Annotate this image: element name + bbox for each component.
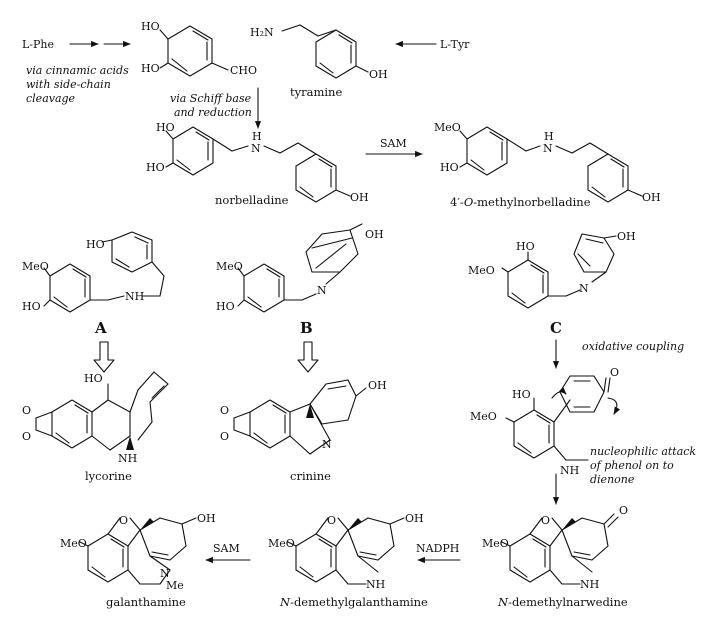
phe-note-2: with side-chain xyxy=(26,78,111,91)
tyramine-h2n: H₂N xyxy=(250,26,274,39)
methylnorbelladine-oh: OH xyxy=(642,191,661,204)
lycorine-o-top: O xyxy=(22,404,31,417)
dienone-meo: MeO xyxy=(470,410,497,423)
demethylgalanthamine-nh: NH xyxy=(366,578,385,591)
demethylgalanthamine-oh: OH xyxy=(405,512,424,525)
dihydroxybenzaldehyde-structure xyxy=(159,25,229,77)
methylnorbelladine-meo: MeO xyxy=(434,121,461,134)
conformer-b-ho: HO xyxy=(216,300,235,313)
demethylnarwedine-meo: MeO xyxy=(482,537,509,550)
crinine-n: N xyxy=(322,438,332,451)
norbelladine-structure xyxy=(165,126,351,203)
dienone-o: O xyxy=(610,366,619,379)
aldehyde-ho-bottom: HO xyxy=(141,62,160,75)
nucleophilic-note-2: of phenol on to xyxy=(590,459,674,472)
l-phe-label: L-Phe xyxy=(22,38,54,51)
sam-label-2: SAM xyxy=(213,542,240,555)
crinine-o-bottom: O xyxy=(220,430,229,443)
galanthamine-me: Me xyxy=(166,579,184,592)
norbelladine-ho-top: HO xyxy=(156,121,175,134)
conformer-b-structure xyxy=(237,223,363,313)
norbelladine-nh-n: N xyxy=(251,142,261,155)
demethylgalanthamine-label: N-demethylgalanthamine xyxy=(279,595,428,609)
conformer-a-meo: MeO xyxy=(22,260,49,273)
lycorine-structure xyxy=(35,371,169,451)
sam-label-1: SAM xyxy=(380,137,407,150)
conformer-a-structure xyxy=(43,231,165,313)
crinine-label: crinine xyxy=(290,469,331,483)
label-c: C xyxy=(550,319,562,337)
nucleophilic-note-3: dienone xyxy=(590,473,635,486)
conformer-a-ho-bottom: HO xyxy=(22,300,41,313)
demethylgalanthamine-o: O xyxy=(327,514,336,527)
galanthamine-label: galanthamine xyxy=(106,595,186,609)
open-arrow-a xyxy=(93,341,115,373)
demethylnarwedine-structure xyxy=(501,513,619,585)
tyramine-label: tyramine xyxy=(290,85,342,99)
aldehyde-cho: CHO xyxy=(230,64,257,77)
conformer-b-meo: MeO xyxy=(216,260,243,273)
dienone-ho: HO xyxy=(512,388,531,401)
demethylnarwedine-nh: NH xyxy=(580,578,599,591)
methylnorbelladine-nh-n: N xyxy=(543,142,553,155)
demethylnarwedine-o-ketone: O xyxy=(619,504,628,517)
norbelladine-ho-bottom: HO xyxy=(146,161,165,174)
norbelladine-nh-h: H xyxy=(252,130,262,143)
conformer-c-meo: MeO xyxy=(468,264,495,277)
schiff-note-1: via Schiff base xyxy=(170,92,252,105)
conformer-c-structure xyxy=(501,233,617,309)
label-a: A xyxy=(94,319,107,337)
lycorine-ho: HO xyxy=(84,372,103,385)
galanthamine-structure xyxy=(79,517,197,585)
demethylnarwedine-o-ring: O xyxy=(541,514,550,527)
conformer-c-n: N xyxy=(579,282,589,295)
oxidative-coupling-note: oxidative coupling xyxy=(582,340,684,353)
galanthamine-oh: OH xyxy=(197,512,216,525)
galanthamine-meo: MeO xyxy=(60,537,87,550)
tyramine-structure xyxy=(281,24,369,79)
open-arrow-b xyxy=(297,341,319,373)
crinine-structure xyxy=(233,379,367,455)
lycorine-o-bottom: O xyxy=(22,430,31,443)
conformer-b-n: N xyxy=(317,284,327,297)
nadph-label: NADPH xyxy=(416,542,459,555)
demethylgalanthamine-structure xyxy=(287,517,405,585)
methylnorbelladine-ho: HO xyxy=(440,161,459,174)
l-tyr-label: L-Tyr xyxy=(440,38,470,51)
dienone-nh: NH xyxy=(560,464,579,477)
conformer-a-ho: HO xyxy=(86,238,105,251)
conformer-c-ho: HO xyxy=(516,240,535,253)
dienone-intermediate-structure xyxy=(505,375,621,461)
norbelladine-oh: OH xyxy=(350,191,369,204)
galanthamine-n: N xyxy=(160,567,170,580)
conformer-a-nh: NH xyxy=(125,290,144,303)
phe-note-3: cleavage xyxy=(26,92,76,105)
aldehyde-ho-top: HO xyxy=(141,20,160,33)
phe-note-1: via cinnamic acids xyxy=(26,64,129,77)
lycorine-label: lycorine xyxy=(85,469,132,483)
label-b: B xyxy=(300,319,313,337)
demethylnarwedine-label: N-demethylnarwedine xyxy=(497,595,628,609)
norbelladine-label: norbelladine xyxy=(215,193,289,207)
methylnorbelladine-nh-h: H xyxy=(544,130,554,143)
galanthamine-o: O xyxy=(119,514,128,527)
demethylgalanthamine-meo: MeO xyxy=(268,537,295,550)
methylnorbelladine-label: 4′-O-methylnorbelladine xyxy=(450,195,591,209)
crinine-o-top: O xyxy=(220,404,229,417)
crinine-oh: OH xyxy=(368,379,387,392)
conformer-b-oh: OH xyxy=(365,228,384,241)
methylnorbelladine-structure xyxy=(459,126,643,203)
tyramine-oh: OH xyxy=(369,68,388,81)
lycorine-nh: NH xyxy=(118,452,137,465)
schiff-note-2: and reduction xyxy=(174,106,252,119)
nucleophilic-note-1: nucleophilic attack xyxy=(590,445,696,458)
conformer-c-oh: OH xyxy=(617,230,636,243)
